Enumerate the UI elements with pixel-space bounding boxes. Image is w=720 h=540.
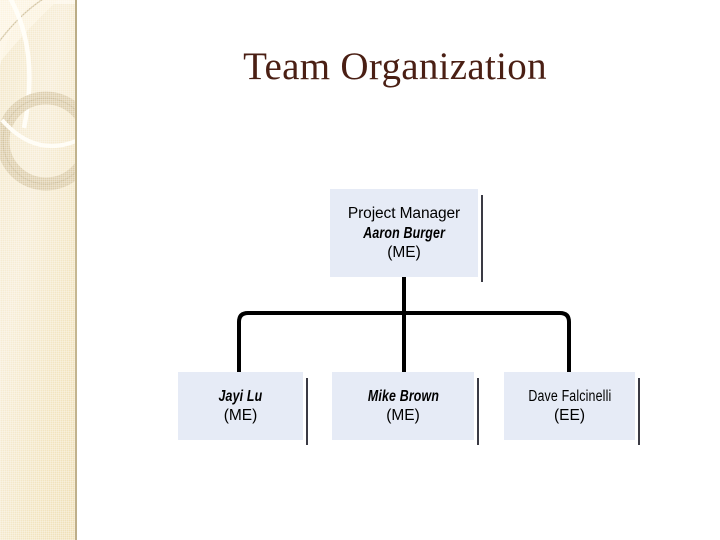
member-discipline: (ME) bbox=[223, 407, 258, 424]
member-name: Mike Brown bbox=[367, 388, 439, 405]
node-shadow bbox=[638, 378, 640, 445]
page-title: Team Organization bbox=[243, 45, 547, 88]
node-shadow bbox=[306, 378, 308, 445]
sidebar-edge-line bbox=[75, 0, 77, 540]
sidebar-texture bbox=[0, 0, 77, 540]
org-node-member-2[interactable]: Dave Falcinelli (EE) bbox=[504, 372, 640, 445]
node-shadow bbox=[481, 195, 483, 282]
member-discipline: (ME) bbox=[386, 407, 420, 424]
manager-role: Project Manager bbox=[347, 205, 461, 222]
member-discipline: (EE) bbox=[554, 407, 585, 424]
sidebar-decoration-svg bbox=[0, 0, 77, 191]
manager-name: Aaron Burger bbox=[363, 225, 445, 242]
member-name: Dave Falcinelli bbox=[527, 388, 612, 405]
member-name: Jayi Lu bbox=[218, 388, 263, 405]
org-node-member-0[interactable]: Jayi Lu (ME) bbox=[178, 372, 308, 445]
manager-discipline: (ME) bbox=[387, 244, 421, 261]
org-node-member-1[interactable]: Mike Brown (ME) bbox=[332, 372, 479, 445]
node-shadow bbox=[477, 378, 479, 445]
decorative-sidebar bbox=[0, 0, 77, 540]
org-node-manager[interactable]: Project Manager Aaron Burger (ME) bbox=[330, 189, 483, 282]
